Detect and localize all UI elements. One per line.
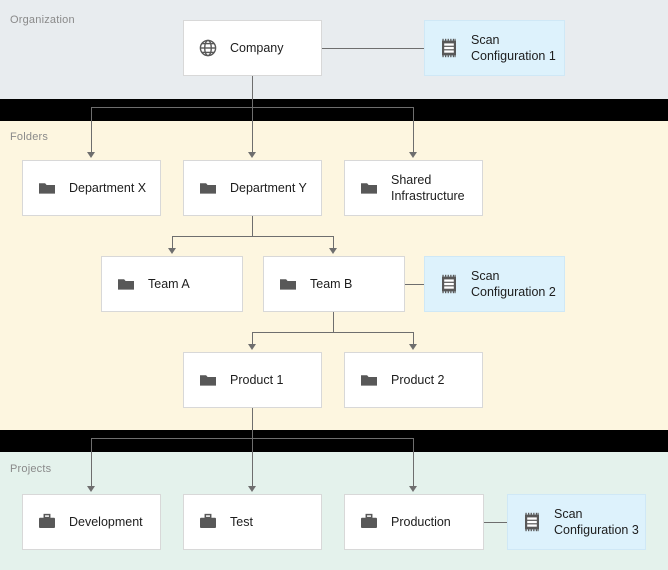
node-label: Department Y	[230, 180, 307, 195]
edge-company-to-scan-config-1	[322, 48, 424, 49]
node-label: Department X	[69, 180, 147, 195]
globe-icon	[198, 38, 218, 58]
node-label: Development	[69, 514, 143, 529]
node-company[interactable]: Company	[183, 20, 322, 76]
folder-icon	[198, 370, 218, 390]
node-label: Team A	[148, 276, 190, 291]
arrowhead-production	[409, 486, 417, 492]
folder-icon	[278, 274, 298, 294]
node-label: Test	[230, 514, 253, 529]
scan-configuration-icon	[439, 274, 459, 294]
node-department-x[interactable]: Department X	[22, 160, 161, 216]
arrowhead-product-1	[248, 344, 256, 350]
node-label: Scan Configuration 1	[471, 32, 556, 63]
edge-department-y-bus	[172, 236, 334, 237]
edge-team-b-to-scan-config-2	[405, 284, 424, 285]
edge-product-1-trunk	[252, 408, 253, 438]
arrowhead-team-a	[168, 248, 176, 254]
swimlane-organization	[0, 0, 668, 99]
edge-team-b-to-product-2	[413, 332, 414, 345]
swimlane-label-organization: Organization	[10, 14, 75, 26]
node-team-b[interactable]: Team B	[263, 256, 405, 312]
swimlane-label-folders: Folders	[10, 131, 49, 143]
edge-company-trunk	[252, 76, 253, 107]
node-test[interactable]: Test	[183, 494, 322, 550]
edge-department-y-to-team-a	[172, 236, 173, 249]
scan-configuration-icon	[439, 38, 459, 58]
edge-company-to-department-y	[252, 107, 253, 153]
node-label: Team B	[310, 276, 353, 291]
folder-icon	[359, 178, 379, 198]
arrowhead-test	[248, 486, 256, 492]
arrowhead-department-x	[87, 152, 95, 158]
node-label: Scan Configuration 3	[554, 506, 639, 537]
node-product-2[interactable]: Product 2	[344, 352, 483, 408]
edge-department-y-to-team-b	[333, 236, 334, 249]
arrowhead-team-b	[329, 248, 337, 254]
node-shared-infrastructure[interactable]: Shared Infrastructure	[344, 160, 483, 216]
edge-company-to-department-x	[91, 107, 92, 153]
folder-icon	[37, 178, 57, 198]
node-label: Production	[391, 514, 451, 529]
swimlane-label-projects: Projects	[10, 463, 52, 475]
node-label: Company	[230, 40, 284, 55]
edge-company-to-shared-infrastructure	[413, 107, 414, 153]
edge-team-b-trunk	[333, 312, 334, 332]
node-development[interactable]: Development	[22, 494, 161, 550]
briefcase-icon	[37, 512, 57, 532]
edge-department-y-trunk	[252, 216, 253, 236]
briefcase-icon	[198, 512, 218, 532]
arrowhead-product-2	[409, 344, 417, 350]
node-scan-configuration-2[interactable]: Scan Configuration 2	[424, 256, 565, 312]
edge-team-b-bus	[252, 332, 414, 333]
edge-product-1-to-production	[413, 438, 414, 487]
node-label: Product 1	[230, 372, 284, 387]
node-product-1[interactable]: Product 1	[183, 352, 322, 408]
briefcase-icon	[359, 512, 379, 532]
edge-team-b-to-product-1	[252, 332, 253, 345]
folder-icon	[116, 274, 136, 294]
arrowhead-shared-infrastructure	[409, 152, 417, 158]
folder-icon	[359, 370, 379, 390]
node-department-y[interactable]: Department Y	[183, 160, 322, 216]
node-team-a[interactable]: Team A	[101, 256, 243, 312]
node-label: Shared Infrastructure	[391, 172, 465, 203]
folder-icon	[198, 178, 218, 198]
edge-product-1-to-development	[91, 438, 92, 487]
node-scan-configuration-3[interactable]: Scan Configuration 3	[507, 494, 646, 550]
node-scan-configuration-1[interactable]: Scan Configuration 1	[424, 20, 565, 76]
node-label: Product 2	[391, 372, 445, 387]
edge-product-1-to-test	[252, 438, 253, 487]
node-production[interactable]: Production	[344, 494, 484, 550]
scan-configuration-icon	[522, 512, 542, 532]
arrowhead-department-y	[248, 152, 256, 158]
arrowhead-development	[87, 486, 95, 492]
edge-production-to-scan-config-3	[484, 522, 507, 523]
node-label: Scan Configuration 2	[471, 268, 556, 299]
